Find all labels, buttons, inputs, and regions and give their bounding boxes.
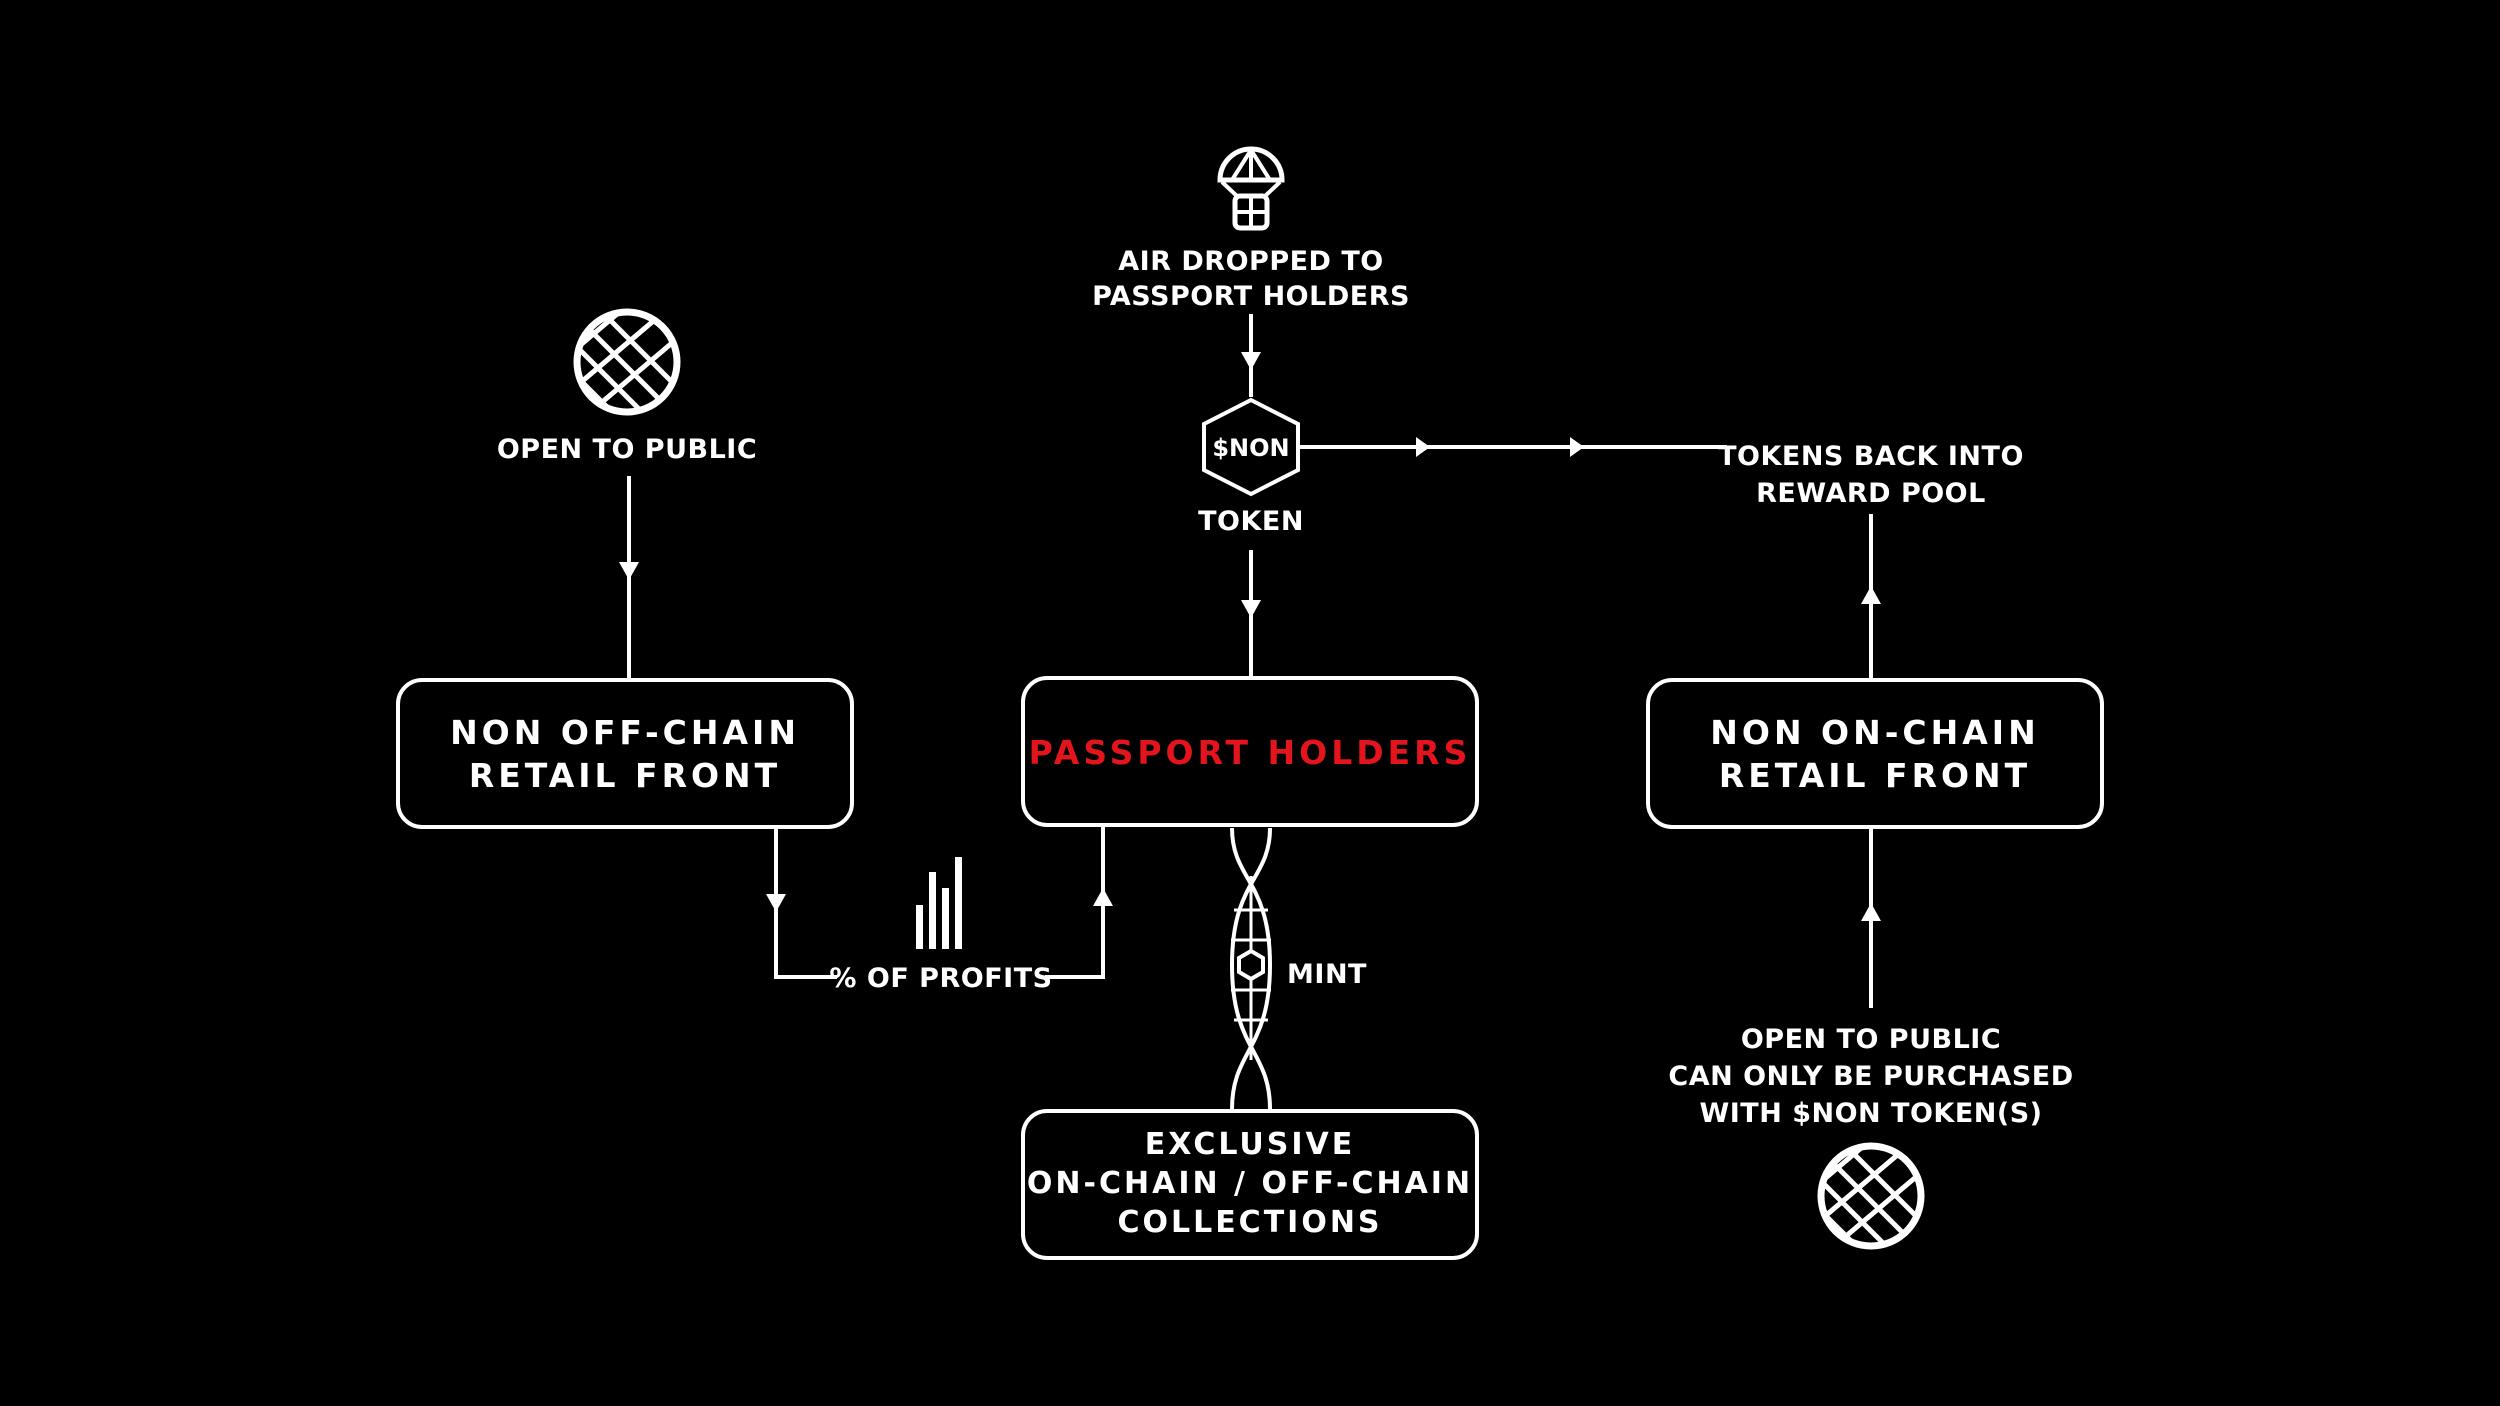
onchain-retail-box: NON ON-CHAIN RETAIL FRONT [1646, 678, 2104, 829]
collections-box: EXCLUSIVE ON-CHAIN / OFF-CHAIN COLLECTIO… [1021, 1109, 1479, 1260]
connector-offchain-to-profits [774, 829, 837, 979]
arrow-left-reward-2 [1570, 437, 1584, 457]
arrow-up-passport [1093, 888, 1113, 906]
arrowheads [619, 352, 1881, 921]
connector-profits-to-passport [1045, 827, 1105, 979]
onchain-box-line2: RETAIL FRONT [1719, 756, 2031, 795]
onchain-box-line1: NON ON-CHAIN [1710, 713, 2039, 752]
airdrop-label-line2: PASSPORT HOLDERS [1092, 281, 1410, 312]
reward-pool-line2: REWARD POOL [1756, 478, 1986, 509]
globe-icon [1817, 1142, 1925, 1250]
arrow-left-reward-1 [1416, 437, 1430, 457]
offchain-box-line2: RETAIL FRONT [469, 756, 781, 795]
right-public-line3: WITH $NON TOKEN(S) [1699, 1098, 2042, 1129]
collections-box-line2: ON-CHAIN / OFF-CHAIN [1027, 1166, 1473, 1201]
collections-box-line3: COLLECTIONS [1117, 1205, 1382, 1240]
reward-pool-line1: TOKENS BACK INTO [1718, 441, 2024, 472]
arrow-up-onchain [1861, 586, 1881, 604]
profits-label: % OF PROFITS [829, 963, 1052, 994]
mint-helix-icon [1229, 827, 1273, 1110]
mint-label: MINT [1287, 959, 1367, 990]
token-symbol: $NON [1212, 434, 1289, 462]
token-label: TOKEN [1198, 506, 1304, 537]
parachute-airdrop-icon [1217, 146, 1285, 231]
token-hexagon [1202, 397, 1300, 497]
offchain-retail-box: NON OFF-CHAIN RETAIL FRONT [396, 678, 854, 829]
right-public-line1: OPEN TO PUBLIC [1741, 1024, 2001, 1055]
arrow-down-token [1241, 600, 1261, 618]
arrow-up-right-public [1861, 903, 1881, 921]
passport-holders-label: PASSPORT HOLDERS [1029, 733, 1472, 772]
arrow-down-offchain [766, 894, 786, 912]
arrow-down-left-public [619, 562, 639, 580]
airdrop-label-line1: AIR DROPPED TO [1118, 246, 1384, 277]
offchain-box-line1: NON OFF-CHAIN [450, 713, 800, 752]
arrow-down-airdrop [1241, 352, 1261, 370]
passport-holders-box: PASSPORT HOLDERS [1021, 676, 1479, 827]
bar-chart-icon [916, 857, 962, 949]
collections-box-line1: EXCLUSIVE [1145, 1127, 1355, 1162]
left-public-label: OPEN TO PUBLIC [497, 434, 757, 465]
right-public-line2: CAN ONLY BE PURCHASED [1668, 1061, 2073, 1092]
